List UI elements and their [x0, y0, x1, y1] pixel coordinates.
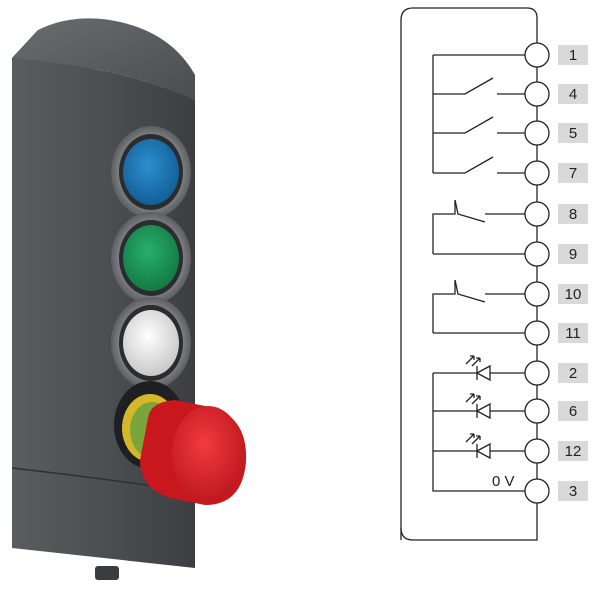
terminal-4 — [524, 81, 550, 107]
terminal-number-11: 11 — [565, 325, 581, 342]
terminal-label-box-5 — [558, 123, 588, 143]
enclosure-outline — [400, 7, 538, 541]
terminal-number-9: 9 — [569, 246, 577, 263]
white-button-cap[interactable] — [123, 310, 179, 376]
terminal-number-1: 1 — [569, 47, 577, 64]
green-button-cap[interactable] — [123, 225, 179, 291]
terminal-label-box-12 — [558, 441, 588, 461]
terminal-7 — [524, 160, 550, 186]
housing-top — [12, 18, 195, 101]
terminal-6 — [524, 398, 550, 424]
terminal-number-7: 7 — [569, 165, 577, 182]
estop-mushroom-face[interactable] — [172, 406, 244, 502]
switch-group-blue-green-white — [432, 54, 537, 174]
control-station — [11, 18, 247, 580]
terminal-9 — [524, 241, 550, 267]
terminal-number-3: 3 — [569, 483, 577, 500]
terminal-number-8: 8 — [569, 206, 577, 223]
terminal-label-box-4 — [558, 84, 588, 104]
terminal-number-5: 5 — [569, 125, 577, 142]
blue-button-cap[interactable] — [123, 139, 179, 205]
terminal-5 — [524, 120, 550, 146]
terminal-label-box-3 — [558, 481, 588, 501]
terminal-number-4: 4 — [569, 86, 577, 103]
terminal-11 — [524, 320, 550, 346]
blue-push-button[interactable] — [111, 126, 191, 218]
terminal-number-10: 10 — [565, 286, 582, 303]
estop-contact-2 — [432, 279, 525, 334]
bottom-connector — [95, 566, 119, 580]
emergency-stop-button[interactable] — [114, 381, 247, 505]
estop-contact-1 — [432, 199, 525, 255]
terminal-1 — [524, 42, 550, 68]
terminal-8 — [524, 201, 550, 227]
terminal-label-box-8 — [558, 204, 588, 224]
terminal-label-box-2 — [558, 363, 588, 383]
wiring-diagram — [400, 7, 538, 541]
terminal-12 — [524, 438, 550, 464]
led-indicators — [432, 355, 525, 492]
terminal-label-box-10 — [558, 284, 588, 304]
terminal-label-box-6 — [558, 401, 588, 421]
terminal-label-box-7 — [558, 163, 588, 183]
terminal-10 — [524, 281, 550, 307]
terminal-number-12: 12 — [565, 443, 582, 460]
green-push-button[interactable] — [111, 212, 191, 304]
white-push-button[interactable] — [111, 297, 191, 389]
terminal-number-6: 6 — [569, 403, 577, 420]
terminal-2 — [524, 360, 550, 386]
terminal-label-box-11 — [558, 323, 588, 343]
terminal-strip: 1 4 5 7 8 9 10 11 2 6 12 3 — [524, 42, 588, 504]
terminal-number-2: 2 — [569, 365, 577, 382]
zero-volt-label: 0 V — [492, 473, 515, 490]
terminal-label-box-9 — [558, 244, 588, 264]
terminal-label-box-1 — [558, 45, 588, 65]
terminal-3 — [524, 478, 550, 504]
